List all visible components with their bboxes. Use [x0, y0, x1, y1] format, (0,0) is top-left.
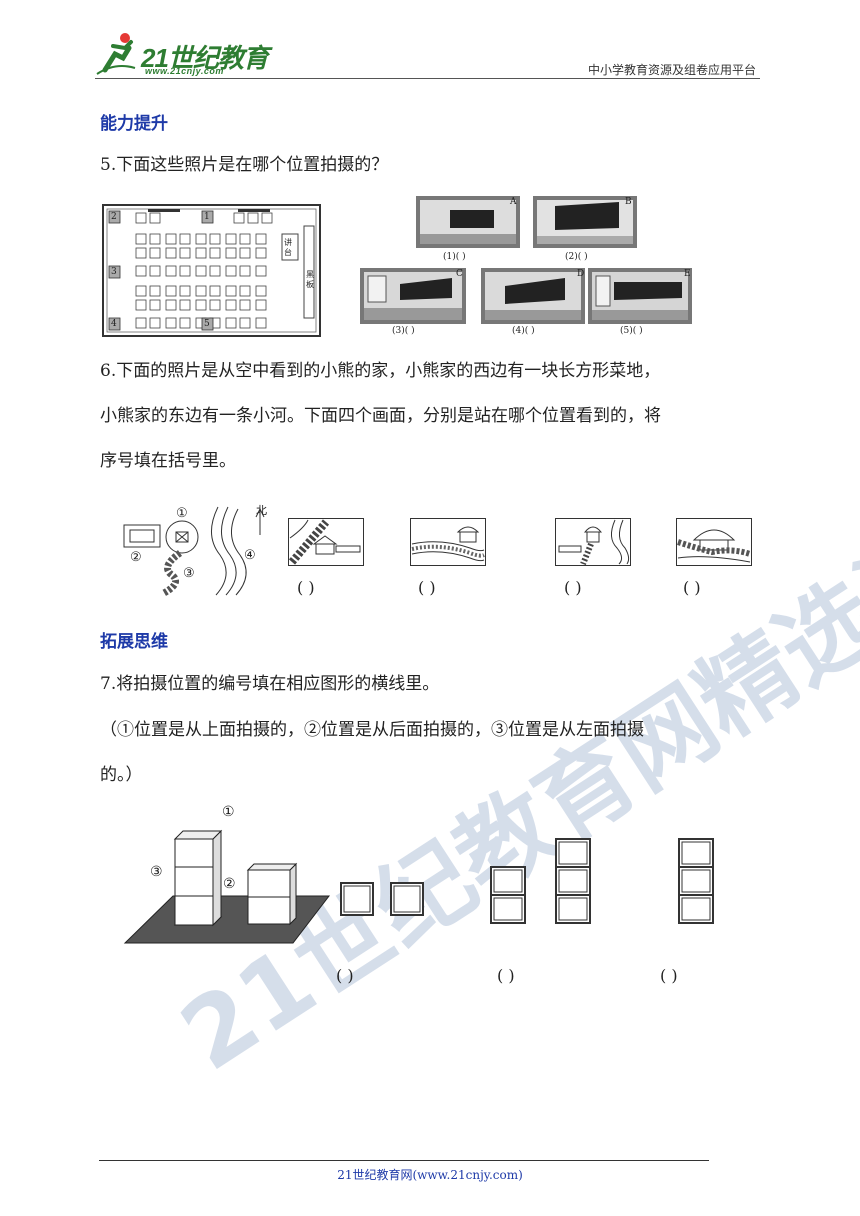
map-marker-1: ① [176, 506, 188, 521]
photo-c [360, 268, 466, 324]
q7-blank-1[interactable]: ( ) [336, 966, 354, 985]
north-label: 北 [256, 504, 267, 517]
classroom-diagram [102, 204, 321, 337]
view-picture-2 [410, 518, 486, 566]
photo-a [416, 196, 520, 248]
photo-e [588, 268, 692, 324]
question-6-line-2: 小熊家的东边有一条小河。下面四个画面，分别是站在哪个位置看到的，将 [100, 406, 661, 426]
photo-e-caption: (5)( ) [620, 326, 643, 336]
view-picture-3 [555, 518, 631, 566]
classroom-position-5: 5 [204, 319, 210, 329]
platform-name: 中小学教育资源及组卷应用平台 [587, 63, 756, 77]
classroom-position-2: 2 [111, 212, 117, 222]
view-shape-2 [490, 838, 591, 924]
blackboard-label: 黑板 [306, 270, 314, 289]
question-6-line-3: 序号填在括号里。 [100, 451, 236, 471]
photo-a-letter: A [510, 197, 517, 207]
photo-c-caption: (3)( ) [392, 326, 415, 336]
header-rule [95, 78, 760, 79]
classroom-position-3: 3 [111, 267, 117, 277]
classroom-position-1: 1 [204, 212, 210, 222]
scene-marker-1: ① [222, 804, 235, 820]
section-title-ability: 能力提升 [100, 114, 168, 134]
bear-home-map [123, 506, 265, 597]
q7-blank-2[interactable]: ( ) [497, 966, 515, 985]
photo-d-caption: (4)( ) [512, 326, 535, 336]
section-title-extend: 拓展思维 [100, 632, 168, 652]
scene-marker-2: ② [223, 876, 236, 892]
photo-c-letter: C [456, 269, 463, 279]
q6-blank-1[interactable]: ( ) [297, 578, 315, 597]
q7-blank-3[interactable]: ( ) [660, 966, 678, 985]
photo-b [533, 196, 637, 248]
podium-label: 讲台 [284, 238, 292, 257]
photo-b-caption: (2)( ) [565, 252, 588, 262]
photo-a-caption: (1)( ) [443, 252, 466, 262]
question-7-note-line-2: 的。） [100, 765, 143, 785]
view-picture-4 [676, 518, 752, 566]
photo-d-letter: D [577, 269, 585, 279]
logo-url: www.21cnjy.com [145, 66, 224, 76]
footer-text: 21世纪教育网(www.21cnjy.com) [337, 1168, 523, 1182]
q6-blank-2[interactable]: ( ) [418, 578, 436, 597]
question-7-note-line-1: （①位置是从上面拍摄的，②位置是从后面拍摄的，③位置是从左面拍摄 [100, 720, 644, 740]
header: 21世纪教育 www.21cnjy.com 中小学教育资源及组卷应用平台 [95, 30, 760, 80]
cubes-scene [123, 829, 331, 944]
question-6-line-1: 6.下面的照片是从空中看到的小熊的家，小熊家的西边有一块长方形菜地， [100, 361, 661, 381]
photo-b-letter: B [625, 197, 632, 207]
logo-runner-icon [96, 33, 136, 75]
classroom-position-4: 4 [111, 319, 117, 329]
map-marker-4: ④ [244, 548, 256, 563]
view-shape-1 [340, 882, 424, 916]
footer-rule [99, 1160, 709, 1161]
q6-blank-3[interactable]: ( ) [564, 578, 582, 597]
map-marker-2: ② [130, 550, 142, 565]
question-7-text: 7.将拍摄位置的编号填在相应图形的横线里。 [100, 674, 440, 694]
map-marker-3: ③ [183, 566, 195, 581]
view-picture-1 [288, 518, 364, 566]
photo-e-letter: E [684, 269, 691, 279]
photo-d [481, 268, 585, 324]
question-5-text: 5.下面这些照片是在哪个位置拍摄的？ [100, 155, 389, 175]
view-shape-3 [678, 838, 714, 924]
q6-blank-4[interactable]: ( ) [683, 578, 701, 597]
logo-text: 21世纪教育 [141, 43, 269, 73]
scene-marker-3: ③ [150, 864, 163, 880]
